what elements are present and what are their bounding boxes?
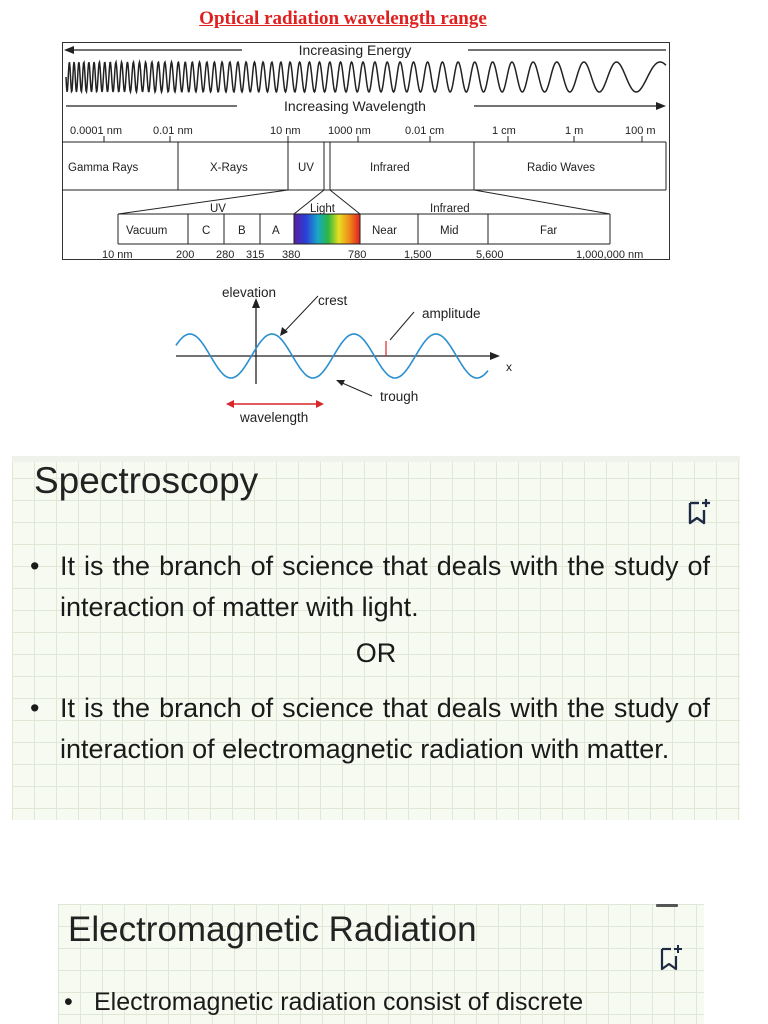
wavelength-label: wavelength [239,410,308,425]
bullet-text: It is the branch of science that deals w… [60,693,710,764]
scale-tick-label: 1000 nm [328,125,371,137]
bullet-item: • It is the branch of science that deals… [30,688,710,770]
amplitude-label: amplitude [422,306,481,321]
scale-bottom-label: 5,600 [476,249,504,260]
scale-tick-label: 1 m [565,125,583,137]
sub-band-c: C [202,225,210,237]
bullet-symbol: • [30,693,40,723]
bullet-text: It is the branch of science that deals w… [60,551,710,622]
band-uv: UV [298,162,314,174]
energy-label: Increasing Energy [299,42,412,58]
band-xrays: X-Rays [210,162,248,174]
scale-tick-label: 0.01 nm [153,125,193,137]
sub-band-far: Far [540,225,557,237]
wavelength-arrow-label: Increasing Wavelength [284,98,426,114]
scale-tick-label: 1 cm [492,125,516,137]
slide-marker [656,904,678,907]
scale-bottom-label: 380 [282,249,300,260]
bottom-scale: 10 nm 200 280 315 380 780 1,500 5,600 1,… [102,249,643,260]
scale-bottom-label: 10 nm [102,249,133,260]
scale-bottom-label: 780 [348,249,366,260]
slide-title: Electromagnetic Radiation [68,910,477,949]
elevation-label: elevation [222,285,276,300]
top-scale: 0.0001 nm 0.01 nm 10 nm 1000 nm 0.01 cm … [70,125,656,137]
band-radio: Radio Waves [527,162,595,174]
scale-bottom-label: 200 [176,249,194,260]
bullet-symbol: • [64,988,73,1016]
sub-band-vacuum: Vacuum [126,225,167,237]
wavelength-arrow: Increasing Wavelength [66,98,666,114]
sub-band-a: A [272,225,280,237]
em-spectrum-diagram: Increasing Energy Increasing Wavelength … [62,42,670,260]
sub-band-mid: Mid [440,225,459,237]
sub-header-infrared: Infrared [430,203,470,215]
slide-title: Spectroscopy [34,460,259,501]
scale-bottom-label: 1,500 [404,249,432,260]
spectroscopy-slide: Spectroscopy • It is the branch of scien… [12,456,740,820]
band-infrared: Infrared [370,162,410,174]
sub-band-b: B [238,225,246,237]
crest-label: crest [318,293,348,308]
or-separator: OR [355,638,397,668]
sub-band-near: Near [372,225,397,237]
scale-bottom-label: 280 [216,249,234,260]
sub-band-row: Vacuum C B A Near Mid Far [117,213,611,245]
bookmark-add-icon[interactable] [686,498,712,526]
x-axis-label: x [506,360,512,374]
sub-header-light: Light [310,203,336,215]
wave-anatomy-diagram: elevation crest amplitude x trough wavel… [175,285,512,425]
scale-bottom-label: 1,000,000 nm [576,249,643,260]
bullet-text: Electromagnetic radiation consist of dis… [94,988,584,1016]
document-title: Optical radiation wavelength range [199,8,487,29]
sine-wave [175,333,489,379]
energy-arrow: Increasing Energy [64,42,666,58]
bullet-item: • Electromagnetic radiation consist of d… [64,982,692,1023]
frequency-wave [65,59,667,95]
scale-tick-label: 100 m [625,125,656,137]
em-radiation-slide: Electromagnetic Radiation • Electromagne… [58,904,704,1024]
trough-label: trough [380,389,418,404]
band-gamma: Gamma Rays [68,162,139,174]
bullet-item: • It is the branch of science that deals… [30,546,710,628]
scale-tick-label: 10 nm [270,125,301,137]
band-row: Gamma Rays X-Rays UV Infrared Radio Wave… [62,141,667,191]
bullet-symbol: • [30,551,40,581]
slide-top-edge [12,456,740,462]
scale-tick-label: 0.01 cm [405,125,444,137]
sub-header-uv: UV [210,203,226,215]
bookmark-add-icon[interactable] [658,944,684,972]
scale-tick-label: 0.0001 nm [70,125,122,137]
scale-bottom-label: 315 [246,249,264,260]
